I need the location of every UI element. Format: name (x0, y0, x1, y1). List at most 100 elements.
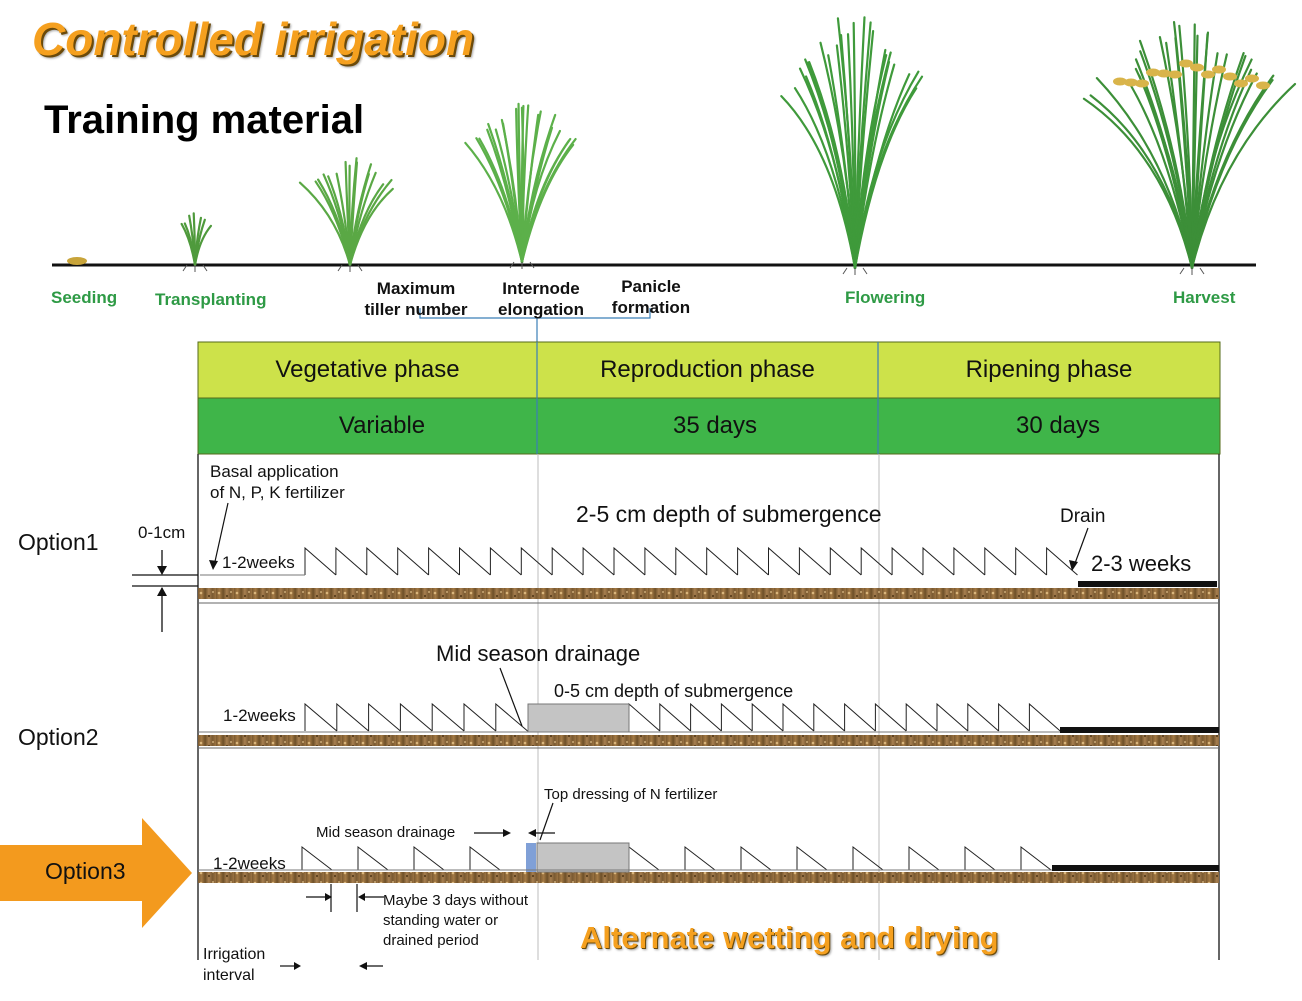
option1-drain-period: 2-3 weeks (1091, 551, 1192, 576)
option3-wet-cycle (413, 845, 445, 871)
stage-max-tiller-line2: tiller number (364, 300, 468, 319)
grain-head (1157, 69, 1171, 78)
dry-arrowhead-left (325, 893, 332, 901)
grain-head (1190, 63, 1204, 72)
grain-head (1223, 72, 1237, 81)
duration-vegetative: Variable (338, 412, 426, 439)
option3-drainage-box (536, 842, 630, 873)
option2-mid-season: Mid season drainage (436, 641, 641, 666)
grain-head (1124, 78, 1138, 87)
duration-row-bg (197, 397, 1221, 455)
irrigation-arrowhead-left (359, 962, 367, 970)
soil-strip-2 (198, 735, 1219, 746)
option2-label: Option2 (18, 724, 99, 750)
stage-max-tiller-line1: Maximum (376, 279, 456, 298)
duration-ripening: 30 days (1015, 412, 1101, 439)
option1-drain: Drain (1060, 506, 1106, 527)
option2-drainage-box (527, 703, 630, 733)
option3-wet-cycle (684, 845, 716, 871)
grain-head (1212, 65, 1226, 74)
option1-depth-marker: 0-1cm (138, 523, 186, 542)
option3-dry-line2: standing water or (383, 912, 499, 929)
grain-head (1168, 70, 1182, 79)
irrigation-arrowhead-right (294, 962, 301, 970)
grain-head (1146, 68, 1160, 77)
option2-sawtooth-early (304, 702, 528, 732)
option1-basal-line1: Basal application (210, 462, 339, 481)
grain-head (1234, 79, 1248, 88)
option3-water-levels (301, 845, 1052, 871)
option3-irrigation-line2: interval (203, 967, 255, 984)
grain-head (1256, 81, 1270, 90)
option1-submergence: 2-5 cm depth of submergence (576, 501, 882, 527)
option1-basal-note: Basal application of N, P, K fertilizer (210, 461, 345, 503)
stage-max-tiller: Maximum tiller number (356, 278, 476, 320)
plant-transplanting (180, 212, 213, 272)
awd-caption: Alternate wetting and drying (580, 920, 999, 955)
option3-wet-cycle (1020, 845, 1052, 871)
stage-harvest: Harvest (1173, 288, 1236, 307)
depth-arrowhead-up (157, 587, 167, 596)
mid-season-arrowhead (503, 829, 511, 837)
phase-vegetative: Vegetative phase (275, 356, 460, 383)
option2-water-levels (304, 702, 1061, 732)
stage-transplanting: Transplanting (155, 290, 267, 309)
option3-wet-cycle (852, 845, 884, 871)
phase-row-bg (197, 341, 1221, 399)
basal-pointer (213, 502, 229, 567)
option3-initial-period: 1-2weeks (213, 854, 286, 873)
option2-pointer (499, 667, 523, 727)
dry-arrowhead-right (358, 893, 365, 901)
option3-wet-cycle (796, 845, 828, 871)
option3-dry-note: Maybe 3 days without standing water or d… (383, 891, 528, 951)
drain-pointer (1073, 527, 1089, 567)
grain-head (1179, 59, 1193, 68)
drain-pointer-head (1069, 560, 1078, 571)
option3-highlight-arrow (0, 818, 192, 928)
option2-submergence: 0-5 cm depth of submergence (554, 681, 794, 701)
topdress-pointer (539, 802, 554, 841)
option3-irrigation-note: Irrigation interval (203, 944, 265, 986)
plant-harvest (1082, 20, 1297, 275)
option2-initial-period: 1-2weeks (223, 706, 296, 725)
stage-flowering: Flowering (845, 288, 926, 307)
stage-panicle-line2: formation (611, 298, 691, 317)
phase-ripening: Ripening phase (965, 356, 1133, 383)
plant-internode (464, 102, 577, 269)
option3-topdress-box (526, 843, 536, 872)
option1-sawtooth (304, 546, 1078, 576)
stage-panicle: Panicle formation (602, 276, 700, 318)
option1-water-levels (304, 546, 1078, 576)
duration-reproduction: 35 days (672, 412, 758, 439)
stage-internode-line2: elongation (498, 300, 584, 319)
option3-dry-line1: Maybe 3 days without (383, 892, 529, 909)
stage-seeding: Seeding (51, 288, 118, 307)
option3-wet-cycle (908, 845, 940, 871)
phase-reproduction: Reproduction phase (600, 356, 815, 383)
option1-basal-line2: of N, P, K fertilizer (210, 483, 345, 502)
grain-head (1201, 70, 1215, 79)
option3-label: Option3 (45, 858, 126, 884)
option2-sawtooth-late (628, 702, 1061, 732)
page-subtitle: Training material (44, 98, 365, 142)
option3-wet-cycle (301, 845, 333, 871)
stage-panicle-line1: Panicle (621, 277, 681, 296)
depth-arrowhead-down (157, 566, 167, 575)
seed (67, 257, 87, 265)
rice-plants (67, 16, 1297, 275)
option1-initial-period: 1-2weeks (222, 553, 295, 572)
option3-dry-line3: drained period (383, 932, 479, 949)
page-title: Controlled irrigation (32, 13, 475, 65)
grain-head (1135, 79, 1149, 88)
stage-internode: Internode elongation (489, 278, 593, 320)
option3-wet-cycle (628, 845, 660, 871)
option3-top-dressing: Top dressing of N fertilizer (544, 786, 718, 803)
basal-pointer-head (209, 560, 218, 570)
option3-wet-cycle (357, 845, 389, 871)
plant-max-tiller (298, 157, 394, 272)
option1-label: Option1 (18, 529, 99, 555)
option3-wet-cycle (964, 845, 996, 871)
topdress-arrowhead (528, 829, 536, 837)
